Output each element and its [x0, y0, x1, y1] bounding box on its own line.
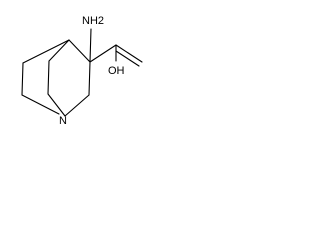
- amine-label: NH2: [82, 15, 104, 27]
- bond-c4-c5: [48, 39, 70, 62]
- bond-c3-c2: [88, 61, 91, 96]
- structure-canvas: NH2 OH N: [0, 0, 160, 138]
- nitrogen-label: N: [59, 115, 67, 127]
- chemical-structure: NH2 OH N: [21, 15, 143, 127]
- bond-c6-n: [47, 93, 66, 117]
- bond-c8-n: [21, 94, 60, 115]
- hydroxyl-label: OH: [108, 65, 125, 77]
- bond-c2-n: [64, 94, 90, 117]
- bond-c7-c8: [21, 62, 24, 96]
- bond-c4-c7: [22, 39, 70, 64]
- bond-lines: [21, 28, 143, 117]
- bond-c5-c6: [47, 60, 50, 95]
- bond-c3-ccooh: [89, 44, 117, 63]
- bond-c3-nh2: [89, 28, 92, 63]
- bond-carbonyl-1: [115, 44, 143, 63]
- bond-carbonyl-2: [115, 50, 140, 67]
- bond-c4-c3: [68, 39, 91, 63]
